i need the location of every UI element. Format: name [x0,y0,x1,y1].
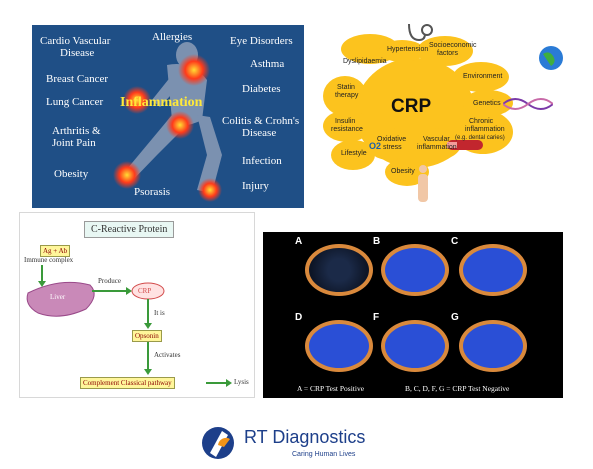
label-chronic-3: (e.g. dental caries) [455,135,505,141]
liver-label: Liver [50,293,66,301]
label-diabetes: Diabetes [242,83,281,95]
label-chronic-2: inflammation [465,126,505,133]
well-letter-a: A [295,236,303,247]
logo-mark-icon [202,427,234,459]
well-c [459,244,527,296]
label-hypertension: Hypertension [387,46,429,53]
label-socio-2: factors [437,50,459,57]
crp-label: CRP [138,287,152,295]
dna-icon [503,98,553,110]
label-genetics: Genetics [473,100,501,107]
diagram-arrows [26,265,232,387]
label-vascular-2: inflammation [417,144,457,151]
rt-diagnostics-logo: RT Diagnostics Caring Human Lives [200,425,390,465]
crp-center-label: CRP [391,96,432,117]
logo-tagline: Caring Human Lives [292,451,356,458]
caption-negative: B, C, D, F, G = CRP Test Negative [405,384,510,393]
label-colitis-2: Disease [242,127,277,139]
logo-name: RT Diagnostics [244,427,366,447]
inflammation-panel: Cardio Vascular Disease Allergies Eye Di… [32,25,304,208]
label-cardio: Cardio Vascular [40,35,111,47]
it-is-label: It is [154,309,165,317]
crp-panel: Hypertension Socioeconomic factors Dysli… [305,18,593,206]
artery-icon [447,140,483,150]
crp-test-panel: A B C D F G A = CRP Test Positive B, C, … [263,232,563,398]
label-arthritis-2: Joint Pain [52,137,96,149]
label-environment: Environment [463,73,503,80]
diagram-title: C-Reactive Protein [84,221,175,238]
label-chronic: Chronic [469,118,494,125]
produce-label: Produce [98,277,121,285]
complement-box: Complement Classical pathway [80,377,175,389]
person-icon [418,165,428,202]
label-insulin: Insulin [335,118,356,125]
label-insulin-2: resistance [331,126,363,133]
label-allergies: Allergies [152,31,193,43]
label-eye: Eye Disorders [230,35,293,47]
label-socio: Socioeconomic [429,42,477,49]
well-a [305,244,373,296]
ag-ab-box: Ag + Ab [40,245,71,257]
label-infection: Infection [242,155,282,167]
label-o2: O2 [369,141,382,151]
activates-label: Activates [154,351,181,359]
lysis-label: Lysis [234,378,249,386]
well-letter-g: G [451,312,459,323]
label-injury: Injury [242,180,269,192]
runner-figure [113,42,222,202]
globe-icon [539,46,563,70]
label-lung: Lung Cancer [46,96,104,108]
well-f [381,320,449,372]
well-b [381,244,449,296]
stethoscope-icon [408,23,433,42]
label-lifestyle: Lifestyle [341,150,367,157]
label-oxidative-2: stress [383,144,402,151]
label-asthma: Asthma [250,58,285,70]
label-statin-2: therapy [335,92,359,99]
well-letter-b: B [373,236,381,247]
label-statin: Statin [337,84,355,91]
label-obesity: Obesity [391,168,415,175]
caption-positive: A = CRP Test Positive [297,384,365,393]
label-oxidative: Oxidative [377,136,407,143]
label-colitis: Colitis & Crohn's [222,115,300,127]
well-letter-f: F [373,312,380,323]
label-breast: Breast Cancer [46,73,108,85]
opsonin-box: Opsonin [132,330,162,342]
label-obesity: Obesity [54,168,89,180]
well-letter-c: C [451,236,459,247]
center-label: Inflammation [120,95,203,110]
label-psorasis: Psorasis [134,186,171,198]
well-d [305,320,373,372]
label-arthritis: Arthritis & [52,125,101,137]
well-letter-d: D [295,312,303,323]
label-cardio-2: Disease [60,47,95,59]
label-vascular: Vascular [423,136,450,143]
well-g [459,320,527,372]
label-dyslip: Dyslipidaemia [343,58,387,65]
immune-complex-label: Immune complex [24,256,74,264]
crp-diagram-panel: C-Reactive Protein Ag + Ab Immune comple… [19,212,255,398]
